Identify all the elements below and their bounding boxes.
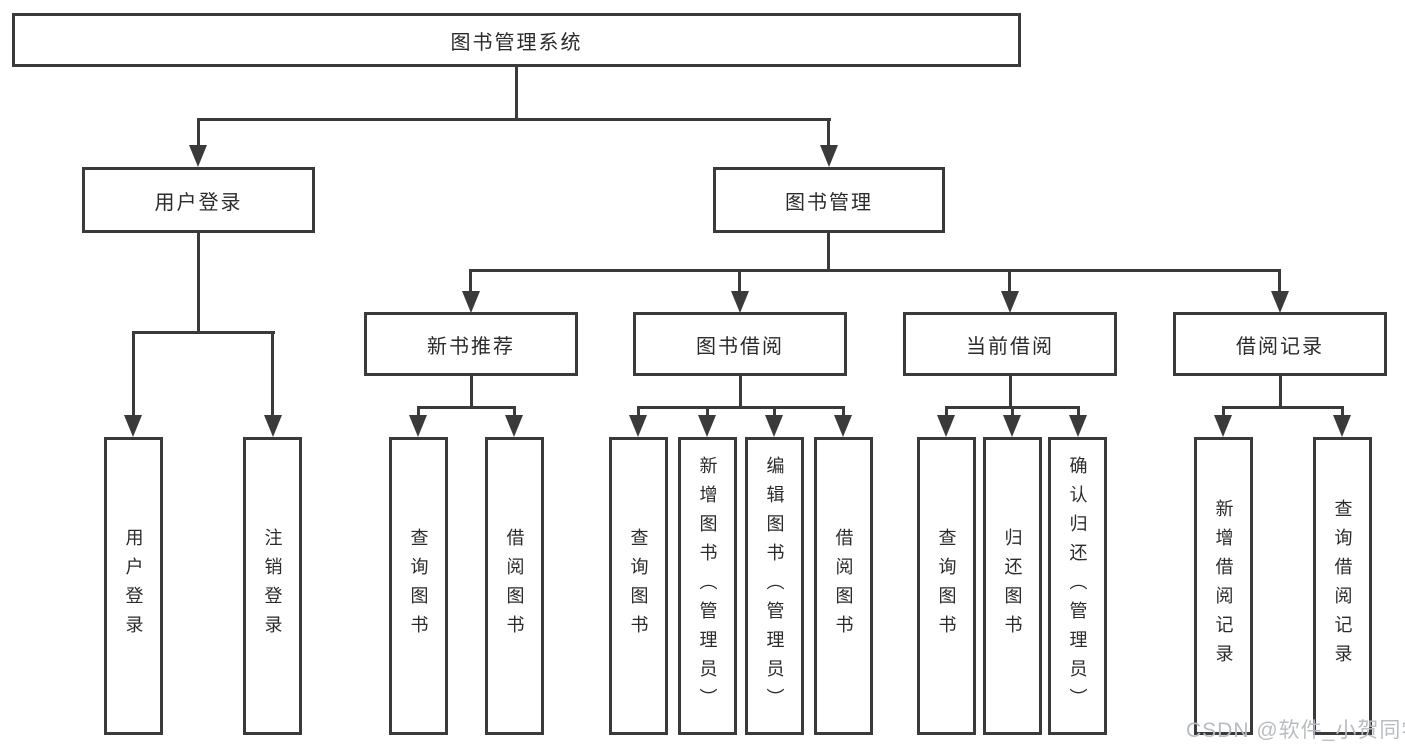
node-label: 借阅记录	[1236, 335, 1324, 358]
connector-line	[197, 118, 831, 121]
node-label: 查询图书	[408, 528, 429, 644]
arrow-down-icon	[505, 415, 523, 437]
node-label: 查询图书	[936, 528, 957, 644]
connector-line	[842, 406, 845, 419]
node-leaf-borrow-books: 借阅图书	[485, 437, 544, 735]
node-label: 新增图书（管理员）	[697, 455, 718, 717]
connector-line	[417, 406, 420, 419]
arrow-down-icon	[1069, 415, 1087, 437]
node-label: 新书推荐	[427, 335, 515, 358]
connector-line	[738, 269, 741, 295]
node-leaf-add-borrow-record: 新增借阅记录	[1194, 437, 1253, 735]
connector-line	[1278, 269, 1281, 295]
node-leaf-user-login: 用户登录	[104, 437, 163, 735]
connector-line	[469, 269, 472, 295]
node-leaf-add-book-admin: 新增图书（管理员）	[678, 437, 737, 735]
node-label: 用户登录	[154, 191, 243, 214]
node-current-borrow: 当前借阅	[903, 312, 1117, 376]
arrow-down-icon	[698, 415, 716, 437]
node-label: 用户登录	[123, 528, 144, 644]
node-leaf-query-books: 查询图书	[389, 437, 448, 735]
connector-line	[469, 269, 1281, 272]
connector-line	[132, 331, 135, 419]
node-label: 借阅图书	[504, 528, 525, 644]
node-label: 当前借阅	[966, 335, 1054, 358]
connector-line	[827, 118, 830, 150]
arrow-down-icon	[1001, 291, 1019, 313]
node-label: 新增借阅记录	[1213, 499, 1234, 673]
arrow-down-icon	[409, 415, 427, 437]
connector-line	[1011, 406, 1014, 419]
arrow-down-icon	[264, 415, 282, 437]
node-leaf-return-book: 归还图书	[983, 437, 1042, 735]
node-label: 图书借阅	[696, 335, 784, 358]
watermark: CSDN @软件_小贺同学	[1186, 719, 1405, 742]
arrow-down-icon	[1333, 415, 1351, 437]
connector-line	[1009, 375, 1012, 408]
node-label: 借阅图书	[833, 528, 854, 644]
connector-line	[197, 118, 200, 150]
connector-line	[1008, 269, 1011, 295]
arrow-down-icon	[731, 291, 749, 313]
connector-line	[827, 231, 830, 272]
arrow-down-icon	[189, 145, 207, 167]
node-book-borrow: 图书借阅	[633, 312, 847, 376]
arrow-down-icon	[1271, 291, 1289, 313]
connector-line	[1222, 406, 1225, 419]
node-leaf-confirm-return-admin: 确认归还（管理员）	[1048, 437, 1107, 735]
arrow-down-icon	[629, 415, 647, 437]
node-label: 归还图书	[1002, 528, 1023, 644]
connector-line	[1279, 375, 1282, 408]
node-label: 图书管理	[785, 191, 873, 214]
node-root: 图书管理系统	[12, 13, 1021, 67]
node-label: 编辑图书（管理员）	[764, 455, 785, 717]
connector-line	[515, 66, 518, 121]
node-leaf-borrow-books-2: 借阅图书	[814, 437, 873, 735]
arrow-down-icon	[1214, 415, 1232, 437]
connector-line	[132, 331, 275, 334]
connector-line	[417, 406, 516, 409]
connector-line	[637, 406, 844, 409]
node-leaf-query-books-2: 查询图书	[609, 437, 668, 735]
node-label: 注销登录	[262, 528, 283, 644]
node-leaf-query-books-3: 查询图书	[917, 437, 976, 735]
node-label: 确认归还（管理员）	[1067, 455, 1088, 717]
node-new-book-recommend: 新书推荐	[364, 312, 578, 376]
arrow-down-icon	[834, 415, 852, 437]
node-leaf-logout: 注销登录	[243, 437, 302, 735]
connector-line	[197, 231, 200, 333]
connector-line	[637, 406, 640, 419]
node-leaf-query-borrow-record: 查询借阅记录	[1313, 437, 1372, 735]
arrow-down-icon	[820, 145, 838, 167]
connector-line	[513, 406, 516, 419]
connector-line	[945, 406, 948, 419]
connector-line	[271, 331, 274, 419]
connector-line	[1077, 406, 1080, 419]
connector-line	[1222, 406, 1343, 409]
connector-line	[1341, 406, 1344, 419]
node-label: 查询图书	[628, 528, 649, 644]
connector-line	[739, 375, 742, 408]
arrow-down-icon	[124, 415, 142, 437]
arrow-down-icon	[765, 415, 783, 437]
arrow-down-icon	[462, 291, 480, 313]
arrow-down-icon	[1003, 415, 1021, 437]
connector-line	[773, 406, 776, 419]
node-leaf-edit-book-admin: 编辑图书（管理员）	[745, 437, 804, 735]
node-borrow-records: 借阅记录	[1173, 312, 1387, 376]
node-book-management: 图书管理	[713, 167, 945, 233]
node-user-login: 用户登录	[82, 167, 315, 233]
connector-line	[470, 375, 473, 408]
arrow-down-icon	[937, 415, 955, 437]
node-label: 图书管理系统	[450, 31, 583, 54]
connector-line	[706, 406, 709, 419]
node-label: 查询借阅记录	[1332, 499, 1353, 673]
